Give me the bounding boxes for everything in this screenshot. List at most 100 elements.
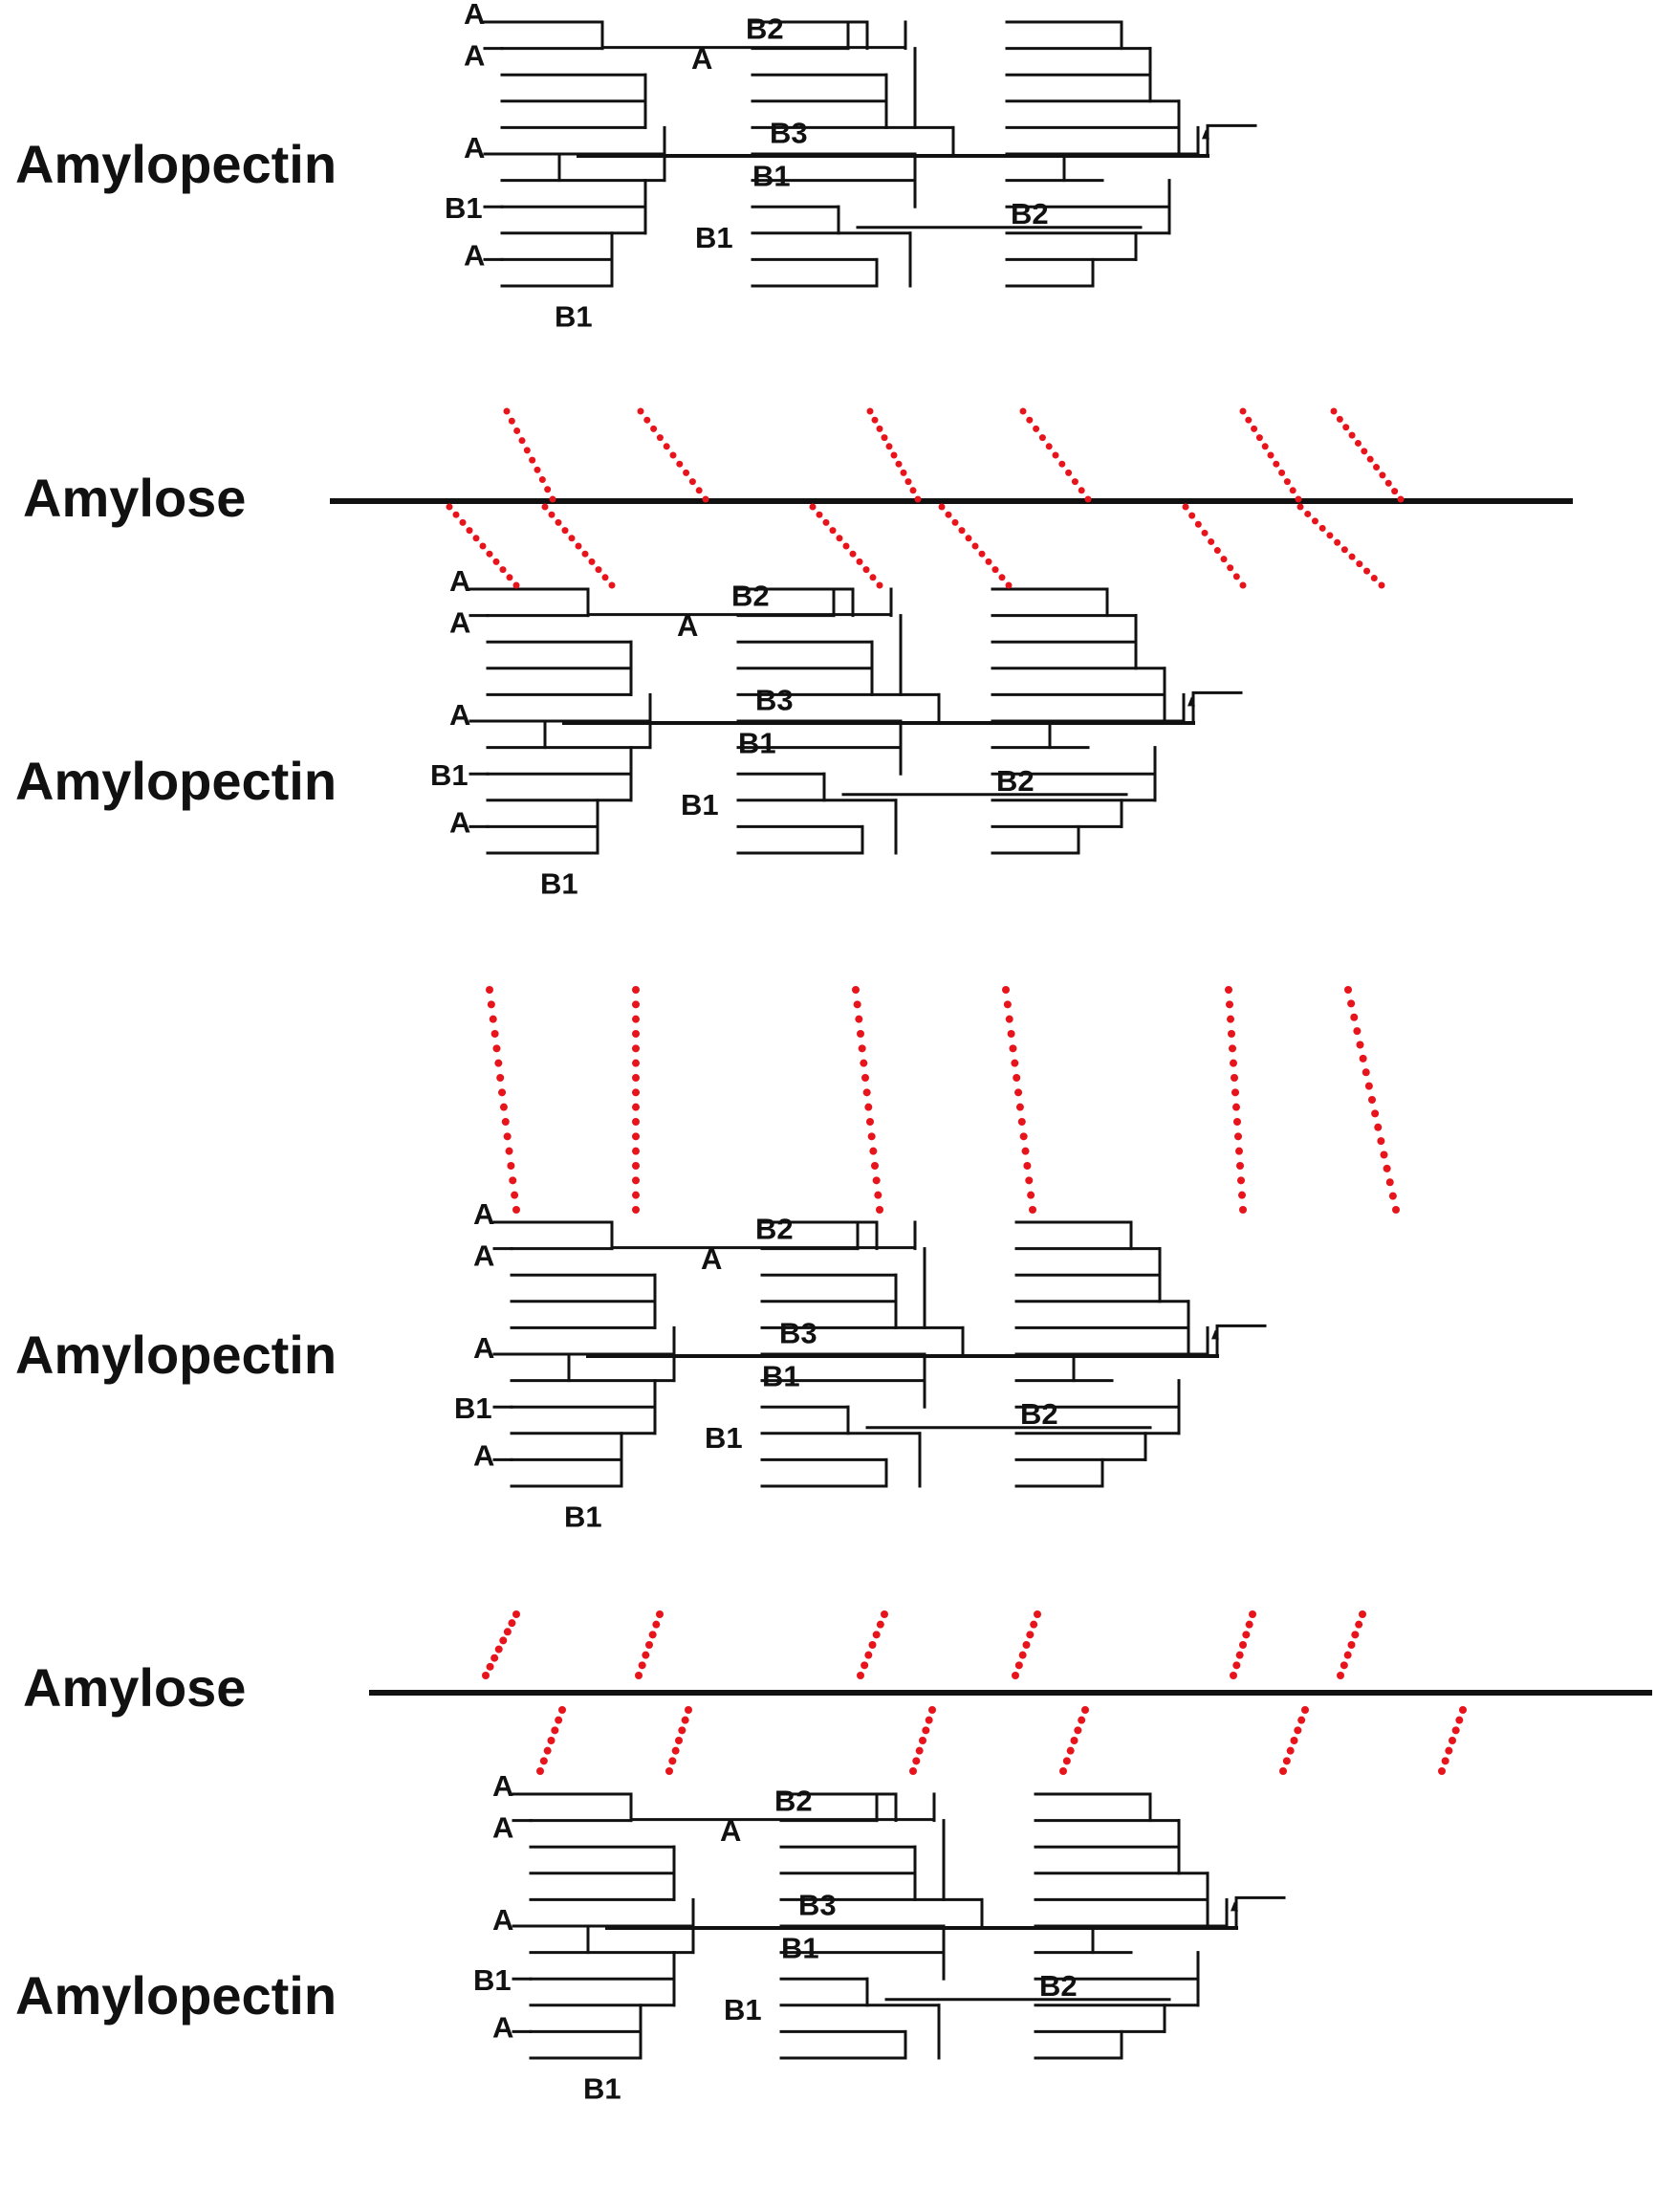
link-dot [1340,546,1348,554]
link-dot [1026,416,1034,424]
link-dot [508,417,515,425]
link-dot [512,1206,520,1214]
link-dot [650,425,658,432]
link-dot [872,1631,881,1639]
link-dot [676,460,684,468]
chain-label-a: A [449,698,470,732]
chain-label-a: A [677,609,698,643]
link-dot [665,1767,673,1775]
reducing-end-arrow-icon [1231,1901,1238,1912]
link-dot [1359,1610,1366,1618]
link-dot [1294,1726,1302,1735]
row-label-amylopectin-2: Amylopectin [15,751,337,811]
chain-label-b3: B3 [779,1316,817,1349]
link-dot [1445,1746,1453,1755]
link-dot [632,1118,640,1126]
link-dot [1279,1767,1287,1775]
link-dot [1227,1015,1234,1023]
link-dot [501,1118,510,1126]
link-dot [1397,495,1405,503]
linkage-dots-amylose2-bottom-3 [1059,1706,1089,1775]
link-dot [523,447,531,454]
link-dot [919,1737,926,1744]
link-dot [1019,407,1027,415]
link-dot [1023,1162,1032,1170]
chain-label-a: A [492,1769,513,1803]
link-dot [551,1726,559,1735]
link-dot [702,495,709,503]
link-dot [452,511,460,518]
chain-label-b1: B1 [762,1360,800,1393]
link-dot [490,1030,499,1038]
link-dot [1356,1040,1364,1049]
link-dot [914,495,922,503]
link-dot [671,1746,680,1755]
link-dot [489,1015,497,1023]
reducing-end-arrow-icon [1211,1329,1219,1340]
link-dot [1286,1746,1295,1755]
link-dot [678,1726,686,1735]
link-dot [868,1641,877,1649]
link-dot [492,1044,501,1053]
link-dot [529,456,536,464]
linkage-dots-bridge-4 [1225,986,1247,1214]
chain-label-b2: B2 [996,764,1035,798]
link-dot [816,511,823,518]
link-dot [1364,1082,1373,1090]
link-dot [656,434,664,442]
link-dot [1078,487,1085,494]
link-dot [915,1746,924,1755]
reducing-end-arrow-icon [1188,696,1195,707]
link-dot [638,1661,646,1670]
link-dot [1232,1661,1241,1670]
link-dot [1455,1716,1464,1724]
link-dot [1441,1757,1449,1765]
linkage-dots-lower-2 [809,503,883,589]
chain-label-a: A [473,1239,494,1273]
link-dot [876,1206,883,1214]
link-dot [561,527,569,535]
link-dot [1351,1631,1360,1639]
link-dot [1282,1757,1291,1765]
link-dot [1359,1054,1367,1062]
link-dot [1363,567,1371,575]
chain-label-b1: B1 [738,727,776,760]
link-dot [512,1610,520,1618]
chain-label-b2: B2 [746,12,784,46]
chain-label-b1: B1 [752,160,791,193]
chain-label-b1: B1 [695,221,733,254]
link-dot [958,527,966,535]
link-dot [538,476,546,484]
link-dot [503,1132,512,1141]
link-dot [895,460,903,468]
row-label-amylopectin-1: Amylopectin [15,134,337,194]
link-dot [568,535,576,542]
link-dot [1451,1726,1460,1735]
link-dot [1228,1030,1235,1038]
link-dot [498,1088,507,1097]
row-label-amylopectin-3: Amylopectin [15,1325,337,1385]
chain-label-a: A [464,238,485,272]
link-dot [1366,455,1374,463]
link-dot [869,1147,878,1155]
link-dot [1007,1030,1015,1038]
link-dot [1232,573,1240,580]
link-dot [1239,1206,1247,1214]
link-dot [1348,553,1356,560]
linkage-dots-upper-2 [866,407,922,503]
chain-label-a: A [701,1242,722,1276]
link-dot [645,1641,653,1649]
link-dot [1377,1137,1385,1146]
link-dot [642,1651,650,1659]
link-dot [541,503,549,511]
linkage-dots-amylose2-bottom-2 [909,1706,936,1775]
linkage-dots-lower-5 [1296,503,1385,589]
link-dot [608,581,616,589]
linkage-dots-amylose2-top-0 [482,1610,520,1679]
link-dot [904,478,912,486]
link-dot [1220,556,1228,563]
chain-label-b2: B2 [1011,197,1049,230]
link-dot [1273,460,1280,468]
